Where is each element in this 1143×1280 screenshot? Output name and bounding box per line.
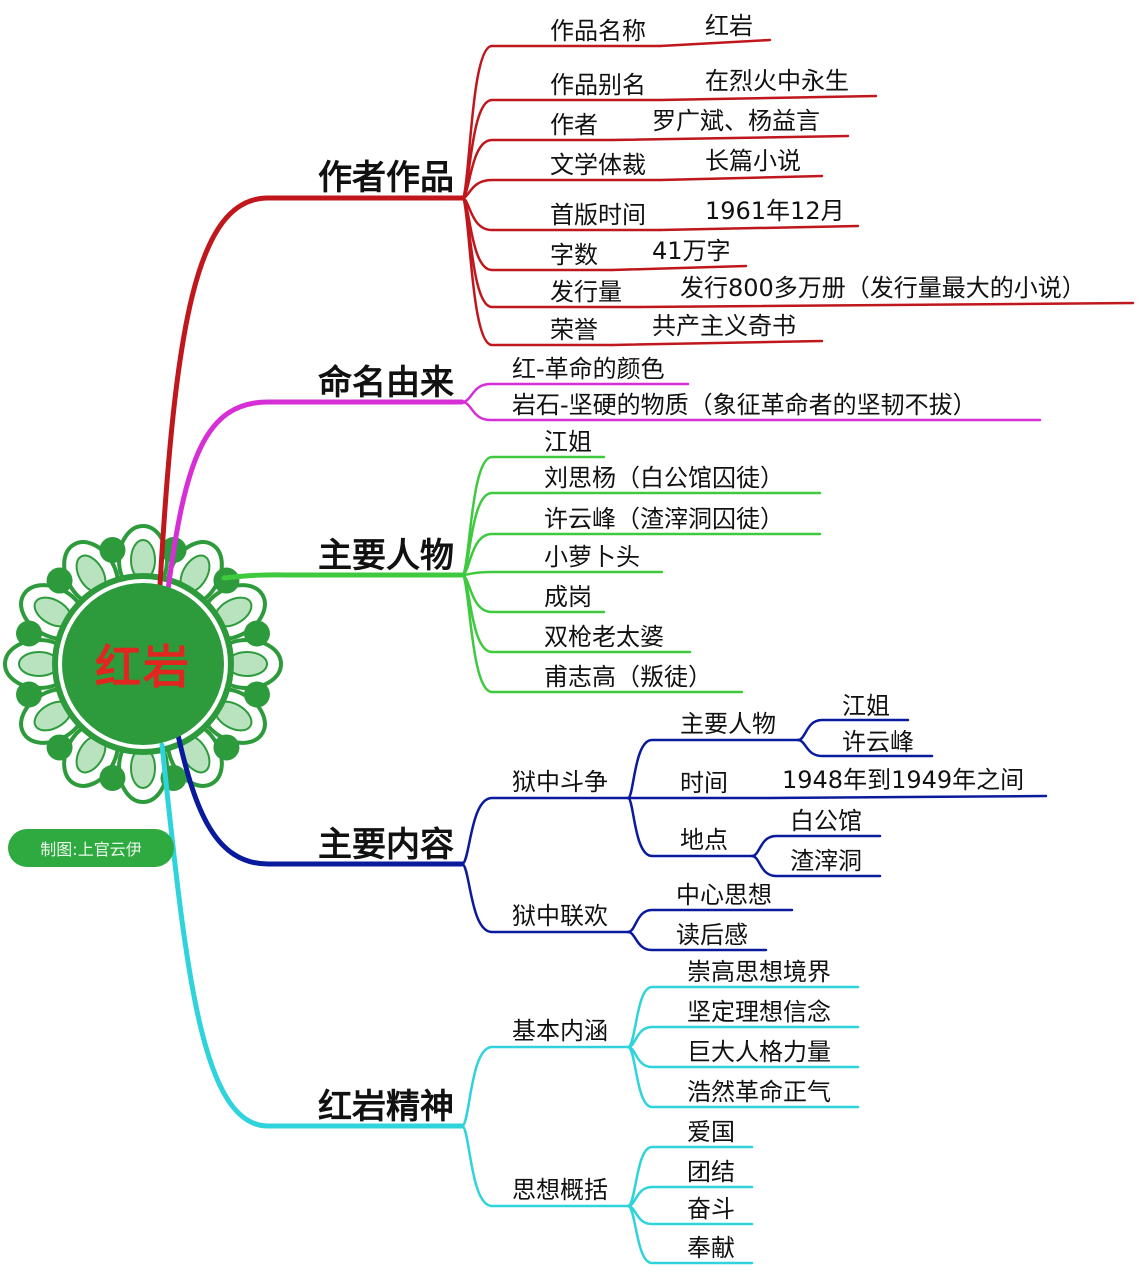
connotation-item[interactable]: 浩然革命正气 xyxy=(687,1078,831,1106)
connotation-item[interactable]: 巨大人格力量 xyxy=(687,1038,831,1066)
author-item-label[interactable]: 文学体裁 xyxy=(550,151,646,179)
struggle-person[interactable]: 江姐 xyxy=(842,692,890,720)
topic-spirit[interactable]: 红岩精神 xyxy=(318,1087,454,1127)
author-item-label[interactable]: 字数 xyxy=(550,241,598,269)
summary-item[interactable]: 奉献 xyxy=(687,1234,735,1262)
characters-sub-lines xyxy=(460,455,822,694)
struggle-time-label[interactable]: 时间 xyxy=(680,769,728,797)
mandala-dot xyxy=(243,681,270,708)
mandala-dot xyxy=(213,734,240,761)
branch-characters-line xyxy=(221,572,465,581)
topic-characters[interactable]: 主要人物 xyxy=(318,536,454,576)
character-item[interactable]: 刘思杨（白公馆囚徒） xyxy=(544,464,784,492)
author-item-label[interactable]: 首版时间 xyxy=(550,201,646,229)
mandala-dot xyxy=(16,620,43,647)
struggle-place[interactable]: 白公馆 xyxy=(790,807,862,835)
topic-content[interactable]: 主要内容 xyxy=(318,825,454,865)
author-item-label[interactable]: 作品别名 xyxy=(550,71,646,99)
author-item-label[interactable]: 发行量 xyxy=(550,278,622,306)
struggle-place-label[interactable]: 地点 xyxy=(680,826,728,854)
branch-naming-line xyxy=(165,399,465,593)
mandala-dot xyxy=(99,537,126,564)
branch-author-line xyxy=(157,195,465,588)
branch-spirit-line xyxy=(159,742,465,1129)
spirit-summary[interactable]: 思想概括 xyxy=(512,1176,608,1204)
character-item[interactable]: 许云峰（渣滓洞囚徒） xyxy=(544,505,784,533)
summary-item[interactable]: 团结 xyxy=(687,1158,735,1186)
struggle-people-label[interactable]: 主要人物 xyxy=(680,710,776,738)
author-item-value[interactable]: 41万字 xyxy=(652,237,731,265)
spirit-connotation[interactable]: 基本内涵 xyxy=(512,1017,608,1045)
content-sub-lines xyxy=(460,718,1048,952)
author-item-value[interactable]: 在烈火中永生 xyxy=(705,67,849,95)
branch-content-line xyxy=(175,732,465,867)
topic-naming[interactable]: 命名由来 xyxy=(318,363,454,403)
author-item-value[interactable]: 罗广斌、杨益言 xyxy=(652,107,820,135)
summary-item[interactable]: 奋斗 xyxy=(687,1195,735,1223)
author-item-value[interactable]: 长篇小说 xyxy=(705,147,801,175)
connotation-item[interactable]: 坚定理想信念 xyxy=(687,998,831,1026)
topic-author[interactable]: 作者作品 xyxy=(318,158,454,198)
mandala-dot xyxy=(213,567,240,594)
content-struggle[interactable]: 狱中斗争 xyxy=(512,768,608,796)
character-item[interactable]: 江姐 xyxy=(544,428,592,456)
author-item-value[interactable]: 共产主义奇书 xyxy=(652,312,796,340)
author-sub-lines xyxy=(460,38,1135,347)
naming-item[interactable]: 岩石-坚硬的物质（象征革命者的坚韧不拔） xyxy=(512,391,977,419)
credit-label: 制图:上官云伊 xyxy=(40,840,142,859)
author-item-label[interactable]: 作品名称 xyxy=(550,17,646,45)
author-item-value[interactable]: 1961年12月 xyxy=(705,197,845,225)
struggle-person[interactable]: 许云峰 xyxy=(842,728,914,756)
center-topic-label: 红岩 xyxy=(95,640,191,694)
mandala-dot xyxy=(16,681,43,708)
content-party[interactable]: 狱中联欢 xyxy=(512,902,608,930)
author-item-label[interactable]: 作者 xyxy=(550,111,598,139)
mandala-dot xyxy=(46,567,73,594)
character-item[interactable]: 成岗 xyxy=(544,583,592,611)
naming-sub-lines xyxy=(460,382,1042,422)
party-item[interactable]: 读后感 xyxy=(676,921,748,949)
connotation-item[interactable]: 崇高思想境界 xyxy=(687,958,831,986)
naming-item[interactable]: 红-革命的颜色 xyxy=(512,355,665,383)
mandala-dot xyxy=(99,764,126,791)
author-item-value[interactable]: 红岩 xyxy=(705,12,753,40)
mandala-dot xyxy=(46,734,73,761)
summary-item[interactable]: 爱国 xyxy=(687,1118,735,1146)
character-item[interactable]: 双枪老太婆 xyxy=(544,623,664,651)
struggle-time-value[interactable]: 1948年到1949年之间 xyxy=(782,766,1025,794)
party-item[interactable]: 中心思想 xyxy=(676,881,772,909)
struggle-place[interactable]: 渣滓洞 xyxy=(790,847,862,875)
character-item[interactable]: 甫志高（叛徒） xyxy=(544,663,712,691)
character-item[interactable]: 小萝卜头 xyxy=(544,543,640,571)
spirit-sub-lines xyxy=(460,985,860,1265)
mandala-dot xyxy=(243,620,270,647)
center-topic[interactable]: 红岩 xyxy=(62,583,224,745)
author-item-value[interactable]: 发行800多万册（发行量最大的小说） xyxy=(680,274,1086,302)
credit-badge: 制图:上官云伊 xyxy=(8,829,174,867)
author-item-label[interactable]: 荣誉 xyxy=(550,316,598,344)
